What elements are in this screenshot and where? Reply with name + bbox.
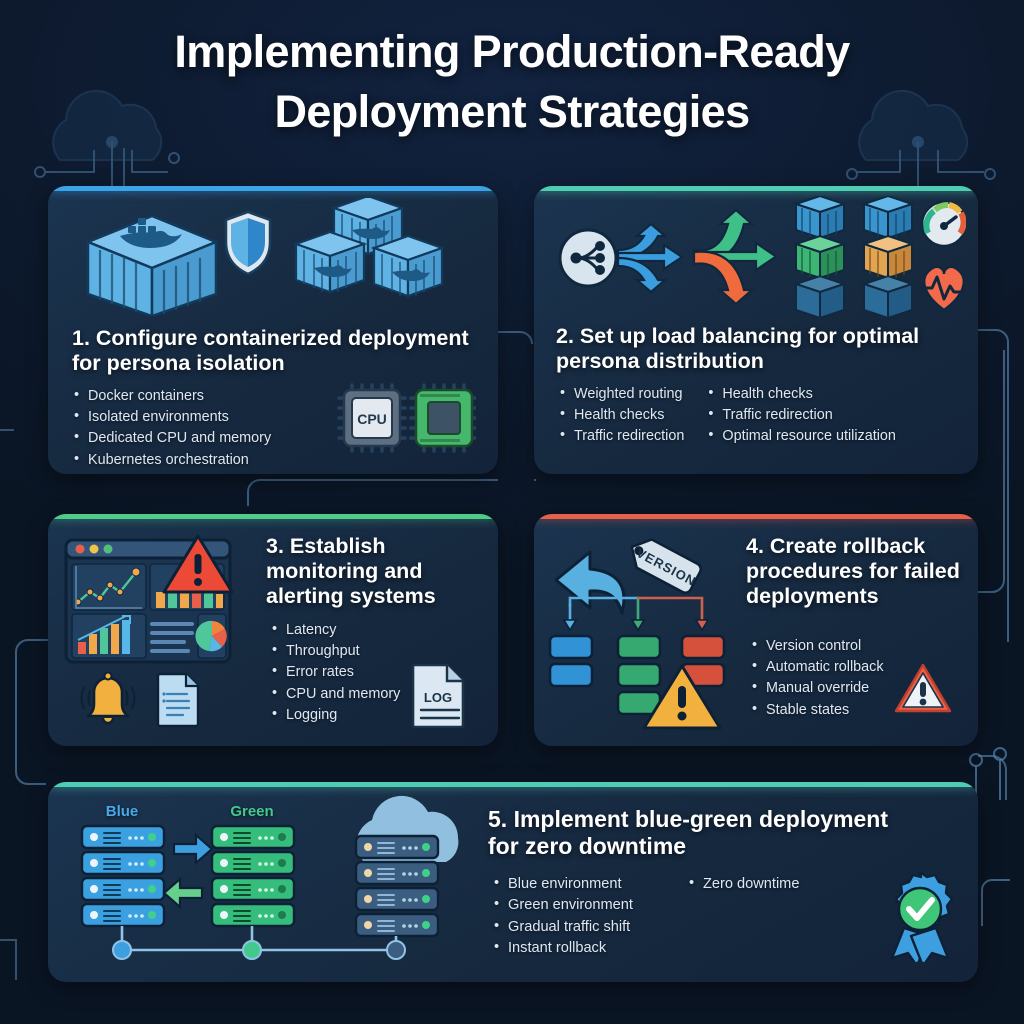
warning-triangle-icon — [642, 664, 722, 730]
blue-env-label: Blue — [106, 803, 139, 820]
list-item: Isolated environments — [72, 406, 271, 428]
monitoring-dashboard-icon — [64, 538, 232, 664]
green-server-rack-icon — [210, 824, 296, 928]
memory-chip-icon — [409, 383, 476, 453]
cpu-chip-label: CPU — [357, 411, 387, 427]
step-card-4[interactable]: VERSION — [534, 514, 978, 746]
containerization-illustration — [84, 198, 446, 316]
heartbeat-icon — [918, 265, 966, 312]
list-item: Zero downtime — [687, 873, 800, 895]
card-2-title: 2. Set up load balancing for optimal per… — [556, 324, 920, 373]
card-5-bullets-col-2: Zero downtime — [687, 873, 800, 960]
page-title-line-2: Deployment Strategies — [274, 86, 750, 137]
rollback-illustration: VERSION — [548, 538, 726, 730]
rollback-arrow-icon — [554, 550, 626, 615]
list-item: Weighted routing — [558, 383, 684, 405]
list-item: Kubernetes orchestration — [72, 449, 271, 471]
load-balancing-illustration — [558, 196, 966, 318]
gauge-meter-icon — [920, 200, 966, 248]
card-4-title: 4. Create rollback procedures for failed… — [746, 534, 960, 608]
warning-triangle-outline-icon — [894, 663, 952, 713]
list-item: Instant rollback — [492, 937, 633, 959]
alert-triangle-icon — [162, 534, 234, 594]
version-tag-icon: VERSION — [630, 538, 702, 595]
monitoring-illustration — [64, 534, 234, 728]
list-item: Traffic redirection — [706, 404, 896, 426]
list-item: Latency — [270, 619, 400, 641]
card-2-bullets-col-1: Weighted routing Health checks Traffic r… — [558, 383, 684, 448]
log-document-label: LOG — [424, 690, 452, 705]
card-3-title: 3. Establish monitoring and alerting sys… — [266, 534, 436, 608]
green-env-label: Green — [230, 803, 273, 820]
log-document-icon: LOG — [412, 663, 465, 728]
card-4-bullets: Version control Automatic rollback Manua… — [750, 635, 884, 721]
card-1-title: 1. Configure containerized deployment fo… — [72, 326, 469, 375]
blue-green-illustration: Blue Green — [80, 795, 459, 960]
traffic-swap-arrows-icon — [162, 832, 214, 910]
list-item: Throughput — [270, 640, 400, 662]
list-item: Docker containers — [72, 385, 271, 407]
card-5-bullets-col-1: Blue environment Green environment Gradu… — [492, 873, 633, 960]
alert-bell-icon — [80, 671, 136, 725]
list-item: Dedicated CPU and memory — [72, 427, 271, 449]
list-item: Traffic redirection — [558, 425, 684, 447]
card-5-title: 5. Implement blue-green deployment for z… — [488, 806, 889, 859]
list-item: Logging — [270, 704, 400, 726]
list-item: Error rates — [270, 661, 400, 683]
list-item: Stable states — [750, 699, 884, 721]
list-item: Green environment — [492, 894, 633, 916]
step-card-1[interactable]: 1. Configure containerized deployment fo… — [48, 186, 498, 474]
cpu-chip-icon: CPU — [337, 383, 407, 453]
cloud-server-rack-icon — [354, 834, 440, 938]
routing-arrows-icon — [616, 222, 684, 294]
shield-icon — [224, 210, 272, 276]
docker-whale-icon — [120, 218, 182, 248]
verified-badge-icon — [890, 870, 954, 962]
list-item: Automatic rollback — [750, 656, 884, 678]
step-card-5[interactable]: Blue Green — [48, 782, 978, 982]
page-title: Implementing Production-Ready Deployment… — [0, 22, 1024, 142]
card-2-bullets: Weighted routing Health checks Traffic r… — [558, 383, 896, 448]
step-card-3[interactable]: 3. Establish monitoring and alerting sys… — [48, 514, 498, 746]
list-item: Health checks — [706, 383, 896, 405]
card-1-bullets: Docker containers Isolated environments … — [72, 385, 271, 471]
cpu-memory-chips: CPU — [337, 383, 476, 453]
list-item: Health checks — [558, 404, 684, 426]
list-item: Blue environment — [492, 873, 633, 895]
page-title-line-1: Implementing Production-Ready — [174, 26, 850, 77]
load-balancer-node-icon — [558, 228, 618, 288]
container-grid-icon — [792, 196, 916, 318]
list-item: Manual override — [750, 677, 884, 699]
list-item: Gradual traffic shift — [492, 916, 633, 938]
card-5-bullets: Blue environment Green environment Gradu… — [492, 873, 800, 960]
card-2-bullets-col-2: Health checks Traffic redirection Optima… — [706, 383, 896, 448]
deployment-blocks-icon — [548, 634, 726, 716]
blue-server-rack-icon — [80, 824, 166, 928]
document-icon — [156, 672, 200, 728]
card-3-bullets: Latency Throughput Error rates CPU and m… — [270, 619, 400, 726]
list-item: Optimal resource utilization — [706, 425, 896, 447]
step-card-2[interactable]: 2. Set up load balancing for optimal per… — [534, 186, 978, 474]
list-item: Version control — [750, 635, 884, 657]
list-item: CPU and memory — [270, 683, 400, 705]
